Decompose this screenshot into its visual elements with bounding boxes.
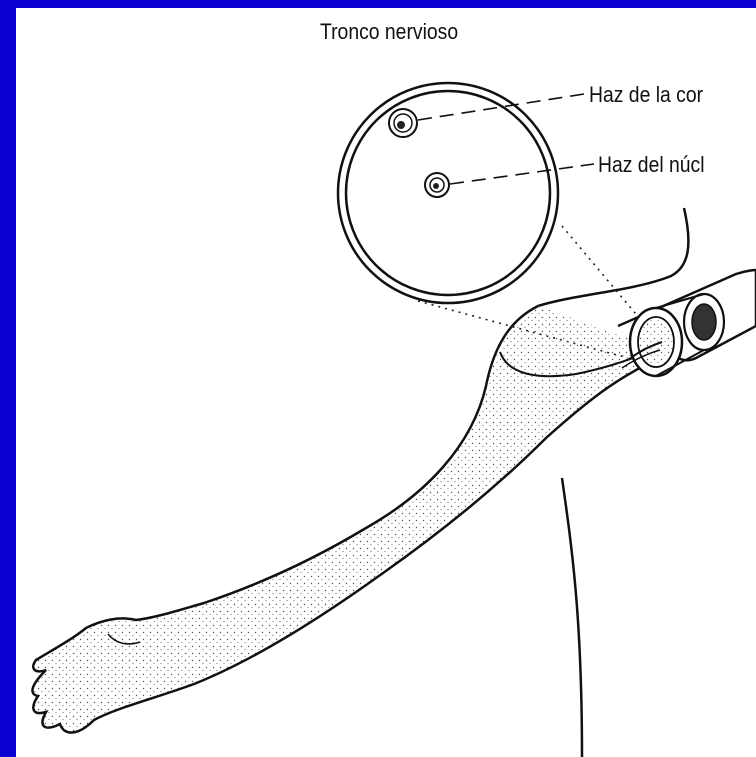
fascicle-label-1: Haz de la cor — [589, 82, 703, 108]
nerve-arm-illustration — [16, 8, 756, 757]
fascicle-2 — [425, 173, 449, 197]
fascicle-1 — [389, 109, 417, 137]
neck-outline — [538, 208, 688, 306]
arm-outline — [32, 306, 681, 733]
leader-line-2 — [450, 164, 594, 184]
title-label: Tronco nervioso — [320, 19, 458, 45]
magnification-line-upper — [562, 226, 646, 326]
fascicle-label-2: Haz del núcl — [598, 152, 705, 178]
diagram-canvas: Tronco nervioso Haz de la cor Haz del nú… — [16, 8, 756, 757]
torso-outline — [562, 478, 582, 757]
